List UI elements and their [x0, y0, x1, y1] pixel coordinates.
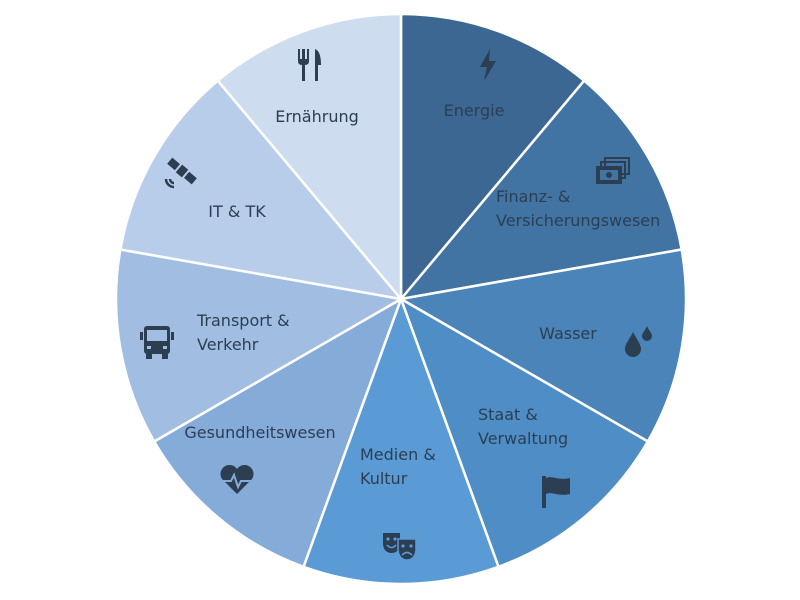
satellite-icon [160, 153, 200, 193]
heartbeat-icon [217, 460, 257, 500]
pie-slice-5 [301, 295, 501, 586]
label-medien: Medien &Kultur [360, 445, 436, 488]
flag-icon [536, 472, 576, 512]
lightning-bolt-icon [468, 45, 508, 85]
fork-knife-icon [289, 45, 329, 85]
banknotes-icon [593, 152, 633, 192]
pie-slice-1 [399, 12, 586, 303]
label-ernaehrung: Ernährung [275, 107, 359, 126]
pie-slice-3 [397, 248, 688, 444]
pie-slice-4 [398, 296, 650, 569]
pie-slice-6 [152, 296, 404, 569]
label-finanz: Finanz- &Versicherungswesen [496, 187, 661, 230]
pie-slice-9 [216, 12, 403, 303]
water-drops-icon [619, 320, 659, 360]
pie-slice-2 [397, 78, 684, 301]
label-staat: Staat &Verwaltung [478, 405, 569, 448]
label-transport: Transport &Verkehr [197, 311, 290, 354]
pie-slice-8 [118, 78, 405, 301]
pie-slice-7 [114, 248, 405, 444]
label-energie: Energie [443, 101, 505, 120]
truck-icon [137, 322, 177, 362]
theater-masks-icon [380, 525, 420, 565]
label-wasser: Wasser [539, 324, 597, 343]
label-it: IT & TK [208, 202, 266, 221]
label-gesundheit: Gesundheitswesen [184, 423, 336, 442]
